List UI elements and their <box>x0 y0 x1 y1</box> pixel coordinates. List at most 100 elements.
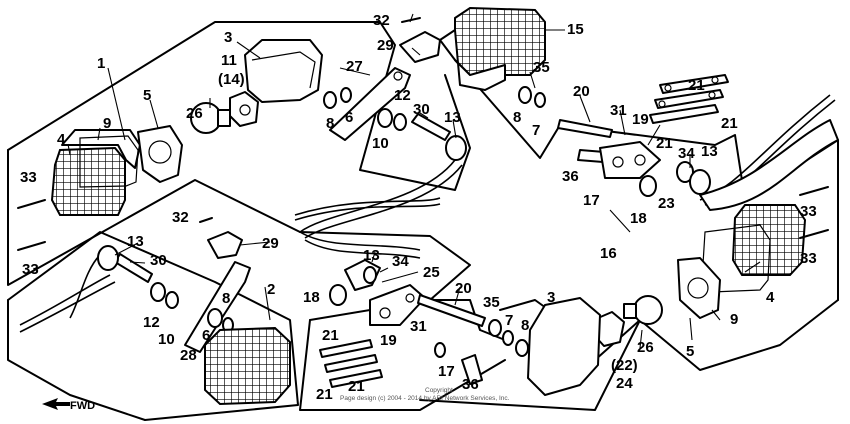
stays-upper-right <box>649 74 729 124</box>
lens-lower-right <box>731 204 807 276</box>
callout-31-upper: 31 <box>610 102 627 119</box>
callout-19-upper: 19 <box>632 111 649 128</box>
callout-18-upper: 18 <box>630 210 647 227</box>
forward-arrow-icon: FWD <box>42 398 95 412</box>
bulb-lower-right <box>623 295 663 325</box>
bracket-upper-right <box>599 141 661 179</box>
gasket-upper-left <box>79 135 139 188</box>
callout-9-upper: 9 <box>103 115 111 132</box>
callout-2: 2 <box>267 281 275 298</box>
callout-8-c: 8 <box>222 290 230 307</box>
callout-35-lower: 35 <box>483 294 500 311</box>
lens-upper-left <box>50 129 141 216</box>
socket-upper-left <box>229 91 259 127</box>
callout-12-lower: 12 <box>143 314 160 331</box>
callout-21-e: 21 <box>348 378 365 395</box>
callout-21-c: 21 <box>656 135 673 152</box>
callout-29-lower: 29 <box>262 235 279 252</box>
cable-upper <box>411 113 467 161</box>
washers-upper-left <box>323 87 407 131</box>
callout-36-lower: 36 <box>462 376 479 393</box>
bolt-lower-center <box>417 294 529 357</box>
callout-13-b: 13 <box>701 143 718 160</box>
callout-5-upper: 5 <box>143 87 151 104</box>
callout-21-a: 21 <box>688 77 705 94</box>
stay-arm-lower <box>184 261 251 353</box>
callout-27: 27 <box>346 58 363 75</box>
leader-lines <box>67 13 761 349</box>
callout-33-c: 33 <box>800 203 817 220</box>
copyright-line-1: Copyright <box>425 387 453 394</box>
callout-21-d: 21 <box>322 327 339 344</box>
washers-upper-right <box>518 86 546 108</box>
bolt-36-lower <box>434 342 483 385</box>
callout-33-a: 33 <box>20 169 37 186</box>
callout-32-upper: 32 <box>373 12 390 29</box>
callout-6-upper: 6 <box>345 109 353 126</box>
callout-30-lower: 30 <box>150 252 167 269</box>
callout-26-upper: 26 <box>186 105 203 122</box>
bracket-19-lower <box>369 284 426 326</box>
cable-lower-left <box>97 245 153 283</box>
housing-lower-right <box>527 297 601 396</box>
wire-cover-right <box>699 119 839 211</box>
callout-4-lower: 4 <box>766 289 775 306</box>
callout-35-upper: 35 <box>533 59 550 76</box>
callout-3-lower: 3 <box>547 289 555 306</box>
callout-20-upper: 20 <box>573 83 590 100</box>
callout-1: 1 <box>97 55 105 72</box>
fwd-label: FWD <box>70 400 95 412</box>
wire-harness <box>19 94 836 333</box>
callout-8-a: 8 <box>326 115 334 132</box>
callout-7-lower: 7 <box>505 312 513 329</box>
callout-36-upper: 36 <box>562 168 579 185</box>
bracket-upper <box>399 31 441 63</box>
callout-23: 23 <box>658 195 675 212</box>
callout-31-lower: 31 <box>410 318 427 335</box>
housing-upper-left <box>244 39 323 103</box>
callout-17-lower: 17 <box>438 363 455 380</box>
callout-33-b: 33 <box>22 261 39 278</box>
callout-5-lower: 5 <box>686 343 694 360</box>
mounting-plate-upper-left <box>137 125 183 183</box>
callout-26-lower: 26 <box>637 339 654 356</box>
bracket-lower-center <box>344 259 381 291</box>
callout-29-upper: 29 <box>377 37 394 54</box>
assembly-outline-2 <box>7 231 299 421</box>
callout-9-lower: 9 <box>730 311 738 328</box>
bracket-lower-left <box>207 231 243 259</box>
callout-17-upper: 17 <box>583 192 600 209</box>
callout-4-upper: 4 <box>57 131 66 148</box>
callout-20-lower: 20 <box>455 280 472 297</box>
callout-10-upper: 10 <box>372 135 389 152</box>
grommet-lower-center <box>329 284 347 306</box>
callout-10-lower: 10 <box>158 331 175 348</box>
callout-24: 24 <box>616 375 633 392</box>
callout-18-lower: 18 <box>303 289 320 306</box>
callout-13-a: 13 <box>444 109 461 126</box>
callout-21-b: 21 <box>721 115 738 132</box>
callout-6-lower: 6 <box>202 327 210 344</box>
screws <box>17 17 829 251</box>
callout-19-lower: 19 <box>380 332 397 349</box>
callout-34-lower: 34 <box>392 253 409 270</box>
callout-30-upper: 30 <box>413 101 430 118</box>
callout-21-f: 21 <box>316 386 333 403</box>
grommet-upper-right <box>639 161 711 197</box>
callout-3-upper: 3 <box>224 29 232 46</box>
callout-16: 16 <box>600 245 617 262</box>
callout-7-upper: 7 <box>532 122 540 139</box>
callout-13-d: 13 <box>363 247 380 264</box>
lens-lower-left <box>204 326 291 406</box>
callout-11: 11 <box>221 52 237 69</box>
bulb-upper-left <box>190 102 231 134</box>
callout-14: (14) <box>218 71 245 88</box>
callout-34-upper: 34 <box>678 145 695 162</box>
stays-lower-center <box>319 339 383 388</box>
callout-8-b: 8 <box>513 109 521 126</box>
part-callouts: 1 2 3 3 4 4 5 5 6 6 7 7 8 8 8 8 9 9 10 1… <box>20 12 817 403</box>
callout-22: (22) <box>611 357 638 374</box>
callout-25: 25 <box>423 264 440 281</box>
